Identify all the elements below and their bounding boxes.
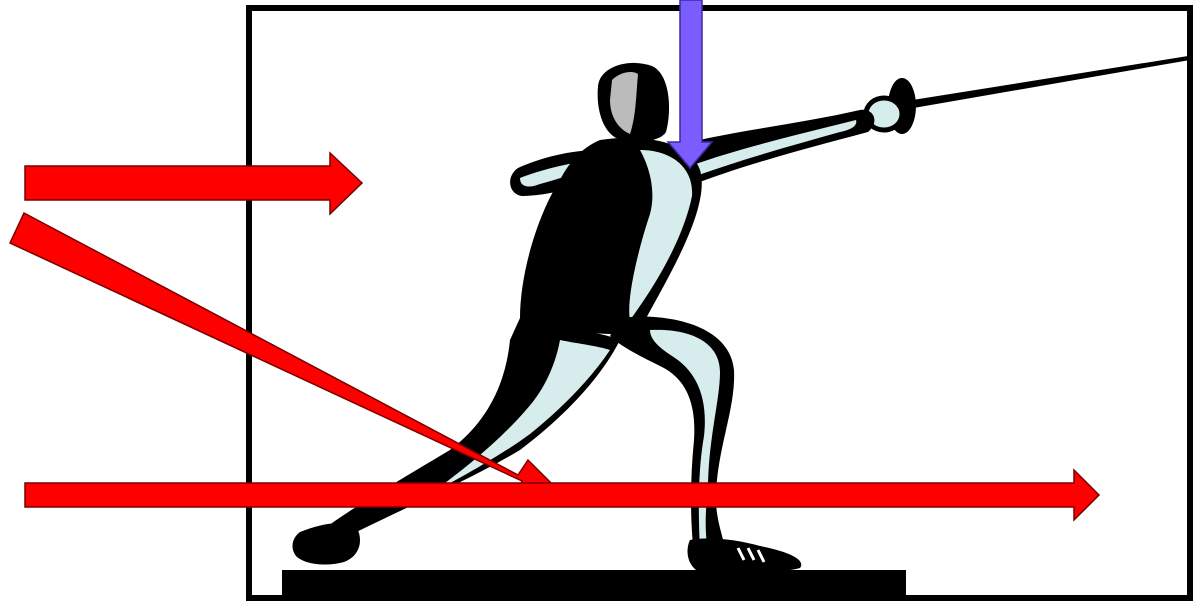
- ground-strip: [282, 570, 906, 598]
